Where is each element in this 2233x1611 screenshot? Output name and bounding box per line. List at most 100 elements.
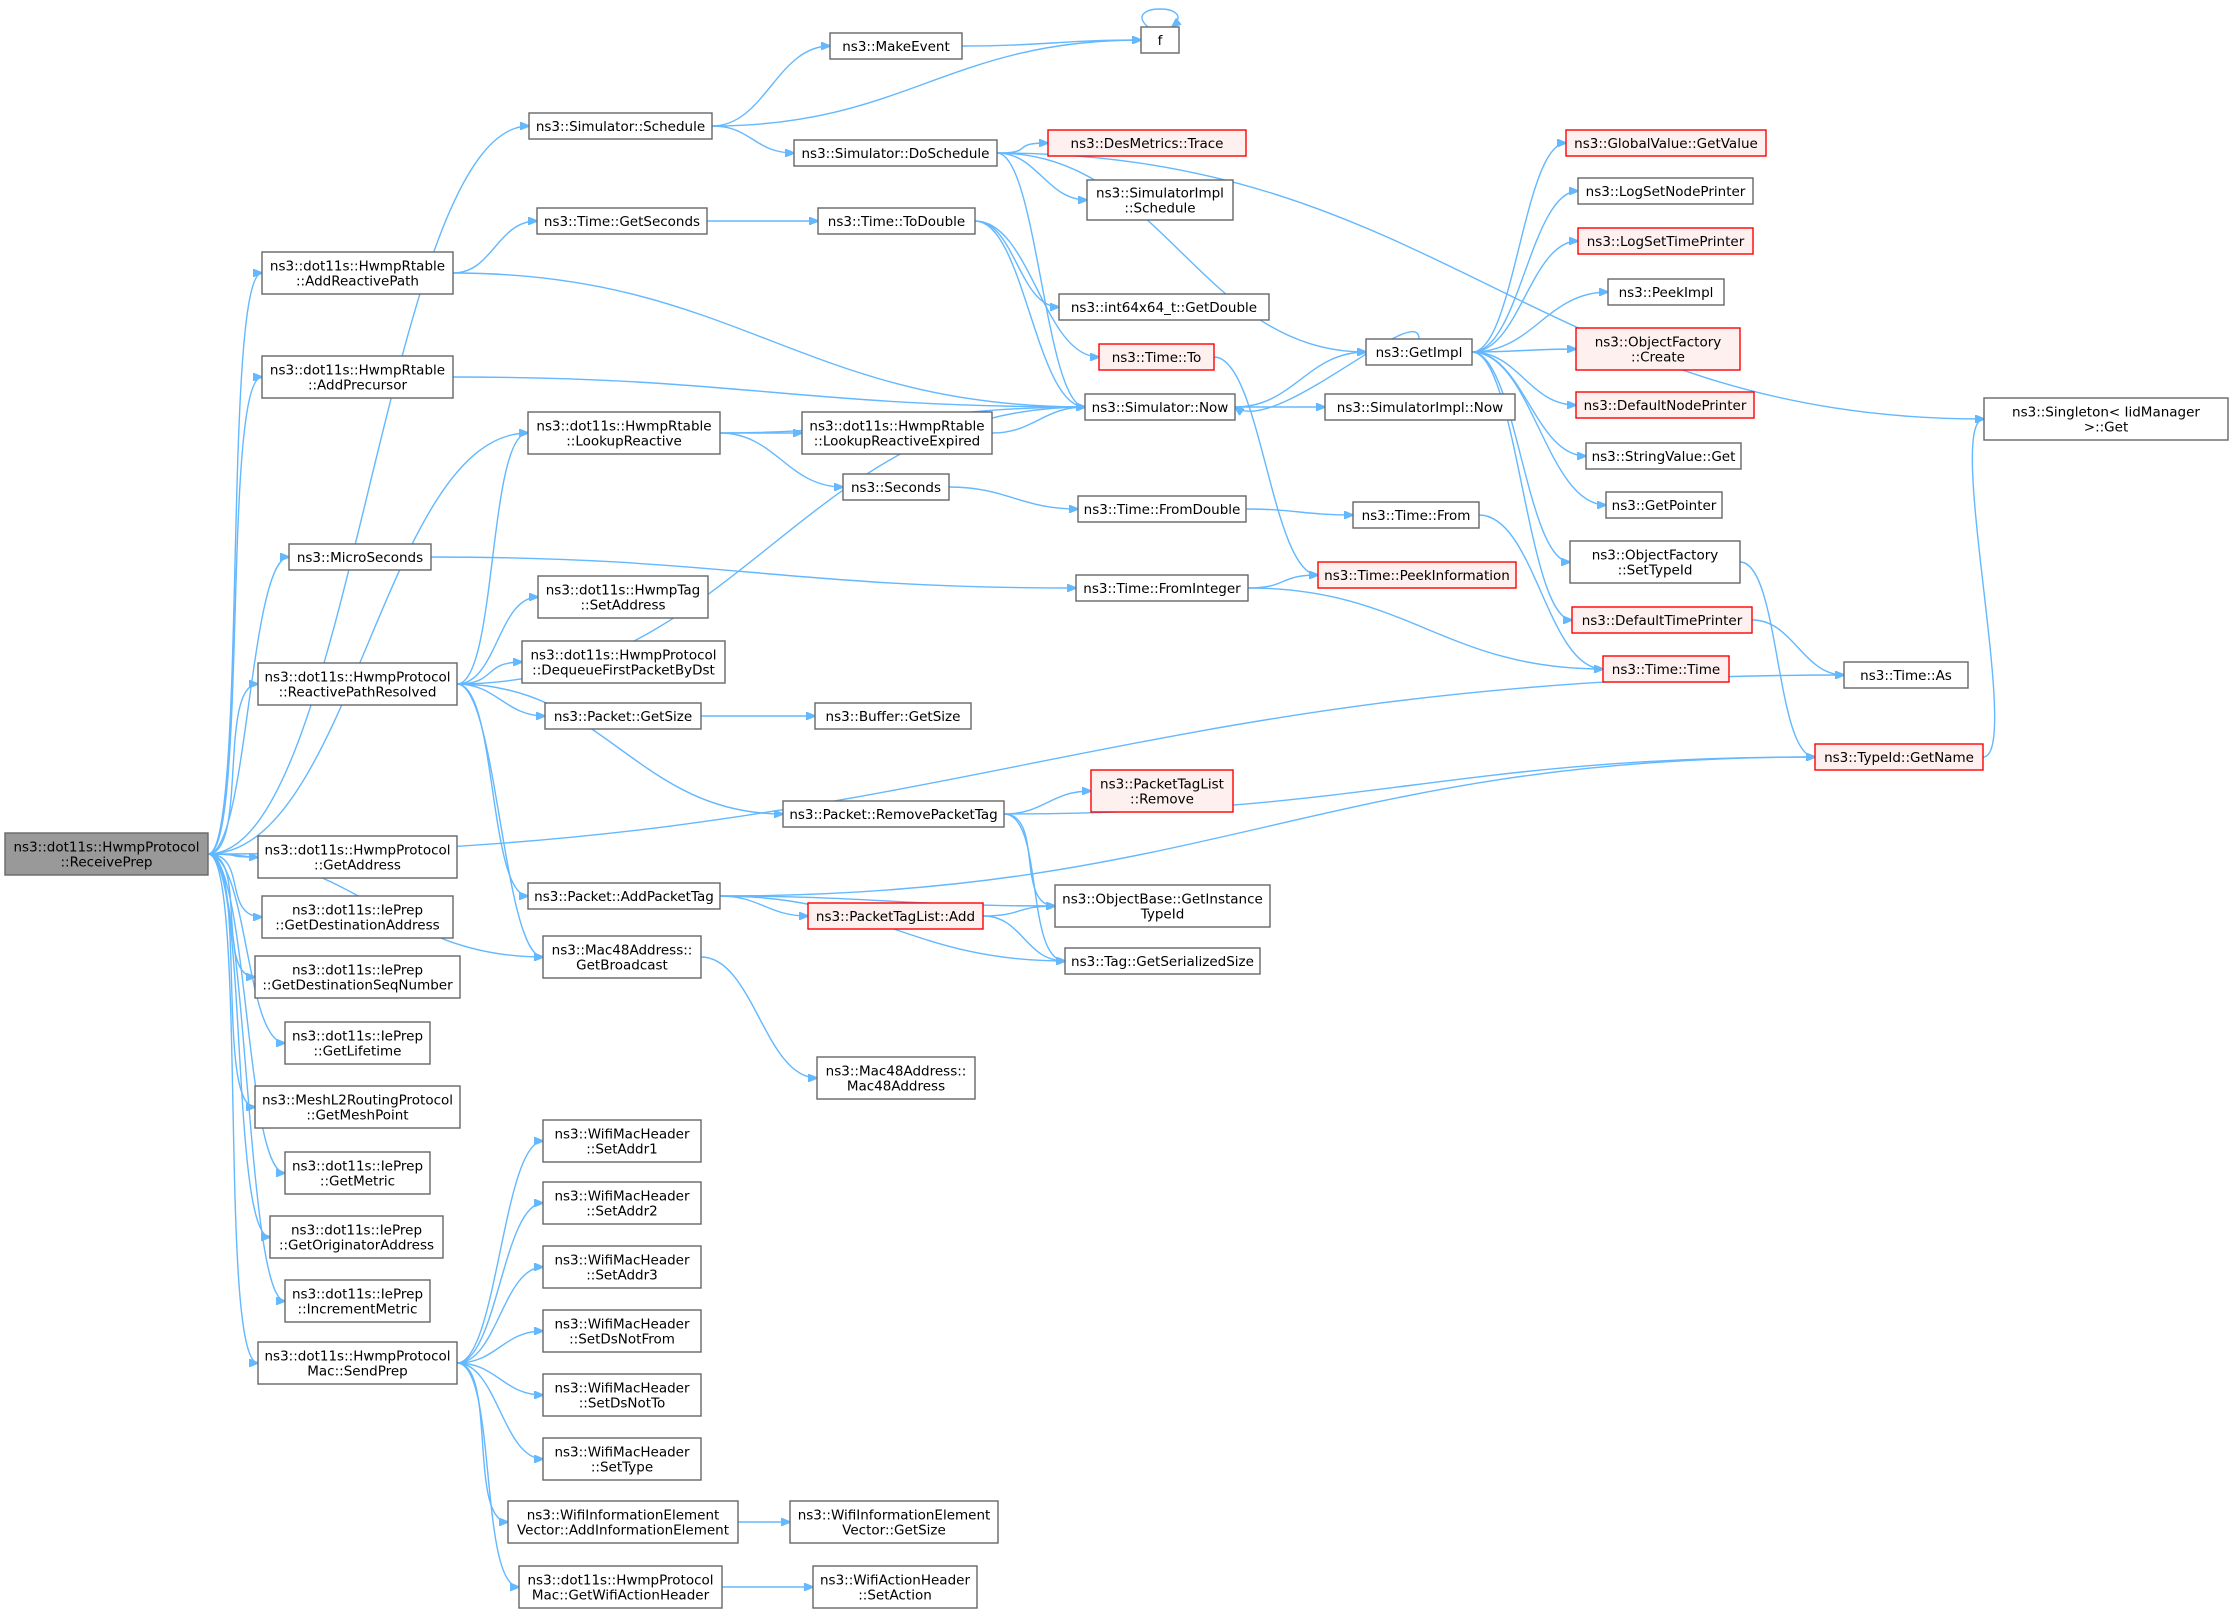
node-label: ns3::dot11s::HwmpRtable (809, 419, 984, 435)
graph-node-ptladd[interactable]: ns3::PacketTagList::Add (807, 902, 984, 930)
graph-node-peekimpl[interactable]: ns3::PeekImpl (1607, 278, 1725, 306)
node-box (1324, 393, 1516, 421)
graph-node-simnow[interactable]: ns3::Simulator::Now (1084, 393, 1236, 421)
node-label: ns3::MeshL2RoutingProtocol (262, 1093, 453, 1109)
node-label: ns3::dot11s::HwmpRtable (270, 363, 445, 379)
graph-node-strvalget[interactable]: ns3::StringValue::Get (1585, 442, 1742, 470)
graph-node-wievgetsize[interactable]: ns3::WifiInformationElementVector::GetSi… (789, 1500, 999, 1544)
node-box (507, 1500, 739, 1544)
node-label: ns3::dot11s::HwmpProtocol (264, 1349, 450, 1365)
graph-node-addreactive[interactable]: ns3::dot11s::HwmpRtable::AddReactivePath (261, 251, 454, 295)
graph-node-peekinfo[interactable]: ns3::Time::PeekInformation (1317, 561, 1517, 589)
graph-node-int64[interactable]: ns3::int64x64_t::GetDouble (1058, 293, 1270, 321)
graph-node-getwifiaction[interactable]: ns3::dot11s::HwmpProtocolMac::GetWifiAct… (518, 1565, 723, 1609)
graph-node-setdsnotfrom[interactable]: ns3::WifiMacHeader::SetDsNotFrom (542, 1309, 702, 1353)
graph-node-bufgetsize[interactable]: ns3::Buffer::GetSize (814, 702, 972, 730)
node-box (801, 411, 993, 455)
node-label: ::SetType (591, 1460, 653, 1476)
call-edge (1751, 619, 1844, 675)
graph-node-removetag[interactable]: ns3::Packet::RemovePacketTag (782, 800, 1005, 828)
graph-node-root[interactable]: ns3::dot11s::HwmpProtocol::ReceivePrep (4, 832, 209, 876)
graph-node-defnodeprinter[interactable]: ns3::DefaultNodePrinter (1575, 391, 1755, 419)
graph-node-lookupexpired[interactable]: ns3::dot11s::HwmpRtable::LookupReactiveE… (801, 411, 993, 455)
graph-node-getaddress[interactable]: ns3::dot11s::HwmpProtocol::GetAddress (257, 835, 458, 879)
call-edge (711, 46, 830, 127)
graph-node-logsettime[interactable]: ns3::LogSetTimePrinter (1577, 227, 1754, 255)
call-edge (700, 956, 817, 1078)
graph-node-microseconds[interactable]: ns3::MicroSeconds (288, 543, 432, 571)
graph-node-settype[interactable]: ns3::WifiMacHeader::SetType (542, 1437, 702, 1481)
call-edge (1471, 351, 1572, 620)
graph-node-dequeue[interactable]: ns3::dot11s::HwmpProtocol::DequeueFirstP… (521, 640, 726, 684)
node-box (1084, 393, 1236, 421)
graph-node-simimplschedule[interactable]: ns3::SimulatorImpl::Schedule (1086, 179, 1234, 221)
graph-node-addinfoelem[interactable]: ns3::WifiInformationElementVector::AddIn… (507, 1500, 739, 1544)
graph-node-setaddr3[interactable]: ns3::WifiMacHeader::SetAddr3 (542, 1245, 702, 1289)
node-label: ns3::Packet::GetSize (554, 709, 692, 725)
graph-node-ptlremove[interactable]: ns3::PacketTagList::Remove (1090, 769, 1234, 813)
graph-node-ofsettypeid[interactable]: ns3::ObjectFactory::SetTypeId (1569, 540, 1741, 584)
graph-node-mac48addr[interactable]: ns3::Mac48Address::Mac48Address (816, 1056, 976, 1100)
graph-node-pktgetsize[interactable]: ns3::Packet::GetSize (544, 702, 702, 730)
graph-node-simimplnow[interactable]: ns3::SimulatorImpl::Now (1324, 393, 1516, 421)
graph-node-reactiveresolved[interactable]: ns3::dot11s::HwmpProtocol::ReactivePathR… (257, 662, 458, 706)
graph-node-getmeshpoint[interactable]: ns3::MeshL2RoutingProtocol::GetMeshPoint (254, 1085, 461, 1129)
node-box (542, 1119, 702, 1163)
call-edge (456, 1203, 543, 1364)
graph-node-timefrom[interactable]: ns3::Time::From (1352, 501, 1480, 529)
graph-node-addtag[interactable]: ns3::Packet::AddPacketTag (527, 882, 721, 910)
graph-node-addprecursor[interactable]: ns3::dot11s::HwmpRtable::AddPrecursor (261, 355, 454, 399)
graph-node-schedule[interactable]: ns3::Simulator::Schedule (528, 112, 713, 140)
node-box (261, 251, 454, 295)
graph-node-gvgetvalue[interactable]: ns3::GlobalValue::GetValue (1565, 129, 1767, 157)
node-label: ns3::Mac48Address:: (826, 1064, 967, 1080)
graph-node-seconds[interactable]: ns3::Seconds (842, 473, 950, 501)
graph-node-f[interactable]: f (1140, 26, 1180, 54)
graph-node-incmetric[interactable]: ns3::dot11s::IePrep::IncrementMetric (284, 1279, 431, 1323)
graph-node-getimpl[interactable]: ns3::GetImpl (1365, 338, 1473, 366)
graph-node-hwmptag[interactable]: ns3::dot11s::HwmpTag::SetAddress (537, 575, 709, 619)
graph-node-getbroadcast[interactable]: ns3::Mac48Address::GetBroadcast (542, 935, 702, 979)
graph-node-frominteger[interactable]: ns3::Time::FromInteger (1075, 574, 1249, 602)
graph-node-singleton[interactable]: ns3::Singleton< IidManager>::Get (1983, 397, 2229, 441)
graph-node-setdsnotto[interactable]: ns3::WifiMacHeader::SetDsNotTo (542, 1373, 702, 1417)
graph-node-getorigaddr[interactable]: ns3::dot11s::IePrep::GetOriginatorAddres… (269, 1215, 444, 1259)
graph-node-getdestseq[interactable]: ns3::dot11s::IePrep::GetDestinationSeqNu… (254, 955, 461, 999)
call-edge (207, 557, 289, 855)
graph-node-timeto[interactable]: ns3::Time::To (1098, 343, 1215, 371)
node-label: Mac::SendPrep (307, 1364, 407, 1380)
graph-node-todouble[interactable]: ns3::Time::ToDouble (817, 207, 976, 235)
node-label: ns3::LogSetNodePrinter (1586, 184, 1746, 200)
graph-node-makeevent[interactable]: ns3::MakeEvent (829, 32, 963, 60)
graph-node-getpointer[interactable]: ns3::GetPointer (1605, 491, 1723, 519)
graph-node-deftimeprinter[interactable]: ns3::DefaultTimePrinter (1571, 606, 1753, 634)
graph-node-setaction[interactable]: ns3::WifiActionHeader::SetAction (812, 1565, 978, 1609)
node-box (257, 1341, 458, 1385)
node-box (1577, 227, 1754, 255)
graph-node-setaddr1[interactable]: ns3::WifiMacHeader::SetAddr1 (542, 1119, 702, 1163)
graph-node-getseconds[interactable]: ns3::Time::GetSeconds (536, 207, 708, 235)
node-box (542, 1245, 702, 1289)
graph-node-setaddr2[interactable]: ns3::WifiMacHeader::SetAddr2 (542, 1181, 702, 1225)
node-label: ns3::GetPointer (1612, 498, 1717, 514)
graph-node-doschedule[interactable]: ns3::Simulator::DoSchedule (793, 139, 998, 167)
call-edge (207, 853, 285, 1301)
graph-node-getmetric[interactable]: ns3::dot11s::IePrep::GetMetric (284, 1151, 431, 1195)
graph-node-getdestaddr[interactable]: ns3::dot11s::IePrep::GetDestinationAddre… (261, 895, 454, 939)
graph-node-timetime[interactable]: ns3::Time::Time (1602, 655, 1730, 683)
node-label: ns3::StringValue::Get (1592, 449, 1736, 465)
graph-node-lookupreactive[interactable]: ns3::dot11s::HwmpRtable::LookupReactive (527, 411, 721, 455)
graph-node-timeas[interactable]: ns3::Time::As (1843, 661, 1969, 689)
graph-node-typeidgetname[interactable]: ns3::TypeId::GetName (1814, 743, 1984, 771)
graph-node-getserialized[interactable]: ns3::Tag::GetSerializedSize (1064, 947, 1261, 975)
graph-node-ofcreate[interactable]: ns3::ObjectFactory::Create (1575, 327, 1741, 371)
node-box (1054, 884, 1271, 928)
graph-node-desmetrics[interactable]: ns3::DesMetrics::Trace (1047, 129, 1247, 157)
graph-node-logsetnode[interactable]: ns3::LogSetNodePrinter (1577, 177, 1754, 205)
graph-node-getlifetime[interactable]: ns3::dot11s::IePrep::GetLifetime (284, 1021, 431, 1065)
node-box (1075, 574, 1249, 602)
graph-node-fromdouble[interactable]: ns3::Time::FromDouble (1077, 495, 1247, 523)
